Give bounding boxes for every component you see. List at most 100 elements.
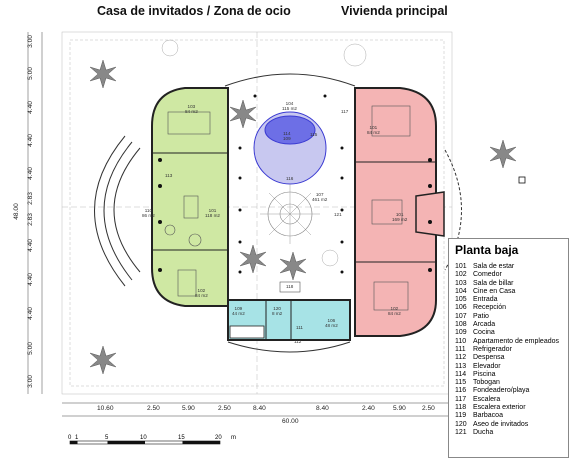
legend-item-label: Sala de estar bbox=[473, 263, 515, 270]
legend-item-number: 106 bbox=[455, 304, 467, 312]
legend-item-label: Despensa bbox=[473, 354, 505, 362]
dim-left: 4.40 bbox=[26, 307, 34, 320]
legend-item-number: 117 bbox=[455, 395, 467, 403]
dim-bottom: 2.50 bbox=[147, 405, 160, 412]
header-guest-house: Casa de invitados / Zona de ocio bbox=[97, 4, 291, 18]
legend-item: 102 Comedor bbox=[455, 271, 568, 279]
room-label: 115 bbox=[310, 132, 318, 137]
room-label: 112 bbox=[294, 339, 302, 344]
legend-item-number: 110 bbox=[455, 337, 467, 345]
dim-bottom: 2.50 bbox=[422, 405, 435, 412]
legend-item-number: 116 bbox=[455, 387, 467, 395]
scale-tick: 15 bbox=[178, 435, 185, 441]
scale-bar bbox=[69, 440, 221, 445]
legend-item: 105 Entrada bbox=[455, 296, 568, 304]
dim-left: 4.40 bbox=[26, 101, 34, 114]
dim-left: 2.83 bbox=[26, 213, 34, 226]
dim-left: 2.83 bbox=[26, 192, 34, 205]
dim-bottom: 8.40 bbox=[253, 405, 266, 412]
dim-bottom: 8.40 bbox=[316, 405, 329, 412]
north-marker bbox=[518, 176, 526, 184]
room-label: 111 bbox=[296, 325, 303, 330]
dim-left: 5.00 bbox=[26, 342, 34, 355]
legend-item-number: 108 bbox=[455, 321, 467, 329]
room-label: 118 bbox=[286, 284, 294, 289]
legend-item: 113 Elevador bbox=[455, 363, 568, 371]
legend-item-number: 101 bbox=[455, 263, 467, 270]
legend-item-label: Elevador bbox=[473, 362, 501, 370]
legend-item-label: Apartamento de empleados bbox=[473, 337, 559, 345]
legend-item-label: Entrada bbox=[473, 296, 498, 304]
legend-item-number: 114 bbox=[455, 370, 467, 378]
main-house bbox=[354, 87, 445, 337]
legend-item-label: Arcada bbox=[473, 321, 496, 329]
legend-item-label: Fondeadero/playa bbox=[473, 387, 530, 395]
legend-item-label: Escalera bbox=[473, 395, 501, 403]
legend-item-number: 111 bbox=[455, 345, 466, 353]
legend-item-number: 105 bbox=[455, 296, 467, 304]
legend-item-label: Tobogan bbox=[473, 379, 500, 387]
legend-item: 116 Fondeadero/playa bbox=[455, 387, 568, 395]
legend-item: 112 Despensa bbox=[455, 354, 568, 362]
legend-item-number: 121 bbox=[455, 428, 467, 436]
arcade-columns bbox=[158, 94, 432, 274]
dim-left: 4.40 bbox=[26, 273, 34, 286]
dim-left: 4.40 bbox=[26, 167, 34, 180]
room-label: 113 bbox=[165, 173, 173, 178]
trees bbox=[89, 59, 517, 375]
dim-bottom: 2.40 bbox=[362, 405, 375, 412]
legend-item-number: 115 bbox=[455, 379, 467, 387]
legend-item-number: 102 bbox=[455, 271, 467, 279]
legend-item-label: Barbacoa bbox=[473, 412, 503, 420]
scale-tick: 0 bbox=[68, 435, 72, 441]
outer-arcs bbox=[94, 73, 462, 353]
service-block bbox=[227, 299, 351, 341]
legend-item-number: 119 bbox=[455, 412, 467, 420]
scale-unit: m bbox=[231, 435, 236, 441]
legend-item: 119 Barbacoa bbox=[455, 412, 568, 420]
dim-left: 5.00 bbox=[26, 67, 34, 80]
legend-item: 120 Aseo de invitados bbox=[455, 421, 568, 429]
legend-item-number: 120 bbox=[455, 420, 467, 428]
legend-item-label: Patio bbox=[473, 312, 489, 320]
legend-item-number: 103 bbox=[455, 279, 467, 287]
legend-item-label: Aseo de invitados bbox=[473, 420, 529, 428]
legend-item-number: 118 bbox=[455, 404, 467, 412]
legend-item-label: Cine en Casa bbox=[473, 287, 516, 295]
dim-bottom: 5.90 bbox=[393, 405, 406, 412]
scale-tick: 20 bbox=[215, 435, 222, 441]
room-label: 121 bbox=[334, 212, 342, 217]
room-label: 117 bbox=[341, 109, 349, 114]
legend-item-number: 112 bbox=[455, 354, 467, 362]
guest-house bbox=[151, 87, 229, 307]
courtyard bbox=[253, 111, 327, 293]
legend-item-number: 113 bbox=[455, 362, 467, 370]
dim-left: 4.40 bbox=[26, 239, 34, 252]
dim-left: 3.00 bbox=[26, 35, 34, 48]
legend-item-number: 109 bbox=[455, 329, 467, 337]
scale-tick: 1 bbox=[75, 435, 79, 441]
scale-tick: 5 bbox=[105, 435, 109, 441]
dim-left: 4.40 bbox=[26, 134, 34, 147]
legend-item-label: Comedor bbox=[473, 271, 502, 279]
legend-item: 110 Apartamento de empleados bbox=[455, 338, 568, 346]
dim-bottom: 5.90 bbox=[182, 405, 195, 412]
